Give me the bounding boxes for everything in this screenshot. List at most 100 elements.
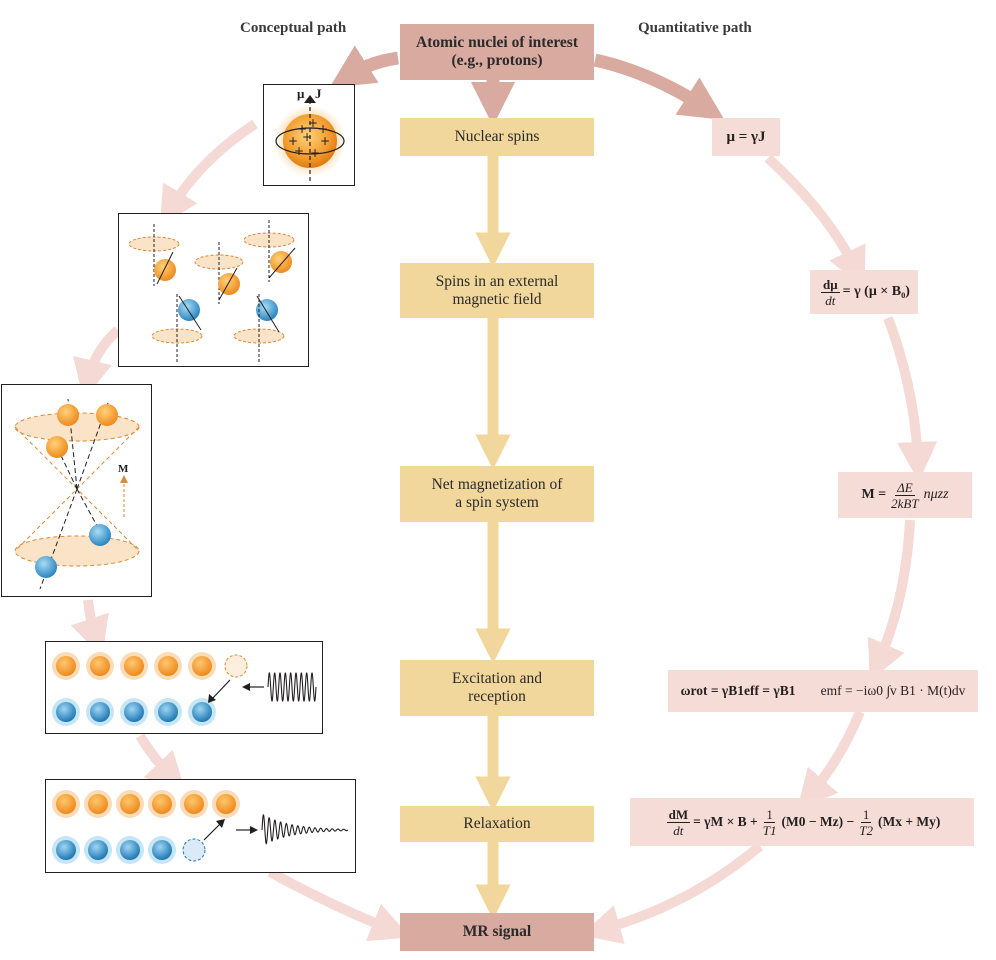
top-arrow-right xyxy=(593,53,725,120)
svg-text:+: + xyxy=(288,134,298,148)
atomic-nuclei-box: Atomic nuclei of interest (e.g., protons… xyxy=(400,24,594,80)
eq3-rhs: nμzz xyxy=(923,487,949,502)
magnetization-label: M xyxy=(118,463,129,475)
atomic-nuclei-line1: Atomic nuclei of interest xyxy=(416,34,578,51)
relaxation-panel xyxy=(45,779,356,873)
eq3-den: 2kBT xyxy=(891,495,919,511)
blue-precessing-spins xyxy=(151,294,285,362)
equation-mu-gamma-j: μ = γJ xyxy=(712,118,780,156)
left-arrow-4 xyxy=(135,733,186,793)
eq5-den: dt xyxy=(673,822,684,838)
eq5-paren1: (M0 − Mz) − xyxy=(781,814,855,829)
svg-text:+: + xyxy=(302,130,312,144)
excitation-graphic xyxy=(52,652,317,726)
relaxation-label: Relaxation xyxy=(463,815,531,832)
eq3-fraction: ΔE 2kBT xyxy=(889,480,920,511)
spins-in-field-panel xyxy=(118,213,309,367)
spin-up-2 xyxy=(194,242,244,304)
eq5-t2: T2 xyxy=(859,822,873,838)
excitation-reception-line2: reception xyxy=(468,688,526,705)
relaxation-blue-row xyxy=(52,836,206,864)
spin-up-3 xyxy=(243,220,296,282)
relaxation-box: Relaxation xyxy=(400,806,594,842)
eq5-fraction-t2: 1 T2 xyxy=(857,807,875,838)
svg-text:+: + xyxy=(310,146,320,160)
svg-text:+: + xyxy=(320,134,330,148)
spin-up-1 xyxy=(128,224,180,286)
magnetization-arrowhead xyxy=(120,475,128,483)
mr-signal-box: MR signal xyxy=(400,913,594,951)
j-label: J xyxy=(315,86,322,101)
net-magnetization-line2: a spin system xyxy=(455,494,539,511)
left-arrow-5 xyxy=(267,867,411,942)
excitation-reception-line1: Excitation and xyxy=(452,670,542,687)
right-arrow-4 xyxy=(796,710,865,811)
orange-precessing-spins xyxy=(128,220,296,304)
svg-text:+: + xyxy=(294,144,304,158)
excitation-reception-box: Excitation and reception xyxy=(400,660,594,716)
eq4-left: ωrot = γB1eff = γB1 xyxy=(680,683,796,698)
blue-spin-b xyxy=(35,556,57,578)
eq5-term1: = γM × B + xyxy=(693,814,758,829)
eq1-text: μ = γJ xyxy=(726,128,766,145)
eq5-t1: T1 xyxy=(762,822,777,838)
orange-spin-c xyxy=(46,436,68,458)
equation-excitation: ωrot = γB1eff = γB1 emf = −iω0 ∫v B1 · M… xyxy=(668,670,978,712)
spin-axis-arrowhead xyxy=(304,95,316,103)
relaxation-orange-row xyxy=(52,790,240,818)
eq5-fraction-t1: 1 T1 xyxy=(761,807,779,838)
relaxation-transition-arrow xyxy=(203,821,223,841)
mr-signal-label: MR signal xyxy=(462,923,532,940)
right-arrow-1 xyxy=(764,154,866,289)
equation-bloch-relaxation: dM dt = γM × B + 1 T1 (M0 − Mz) − 1 T2 (… xyxy=(630,798,974,846)
blue-spin-a xyxy=(89,524,111,546)
eq2-den: dt xyxy=(825,292,836,308)
svg-text:+: + xyxy=(318,122,328,136)
mu-label: μ xyxy=(297,86,305,101)
spins-external-field-box: Spins in an external magnetic field xyxy=(400,263,594,318)
excitation-orange-row xyxy=(52,652,248,680)
eq5-one-b: 1 xyxy=(860,806,872,823)
relaxation-transition-head xyxy=(216,819,225,828)
top-arrow-left xyxy=(329,45,400,88)
right-arrow-2 xyxy=(883,316,938,482)
eq2-rhs: = γ (μ × B₀) xyxy=(842,284,910,299)
excitation-panel xyxy=(45,641,323,734)
nuclear-spins-box: Nuclear spins xyxy=(400,118,594,156)
svg-text:+: + xyxy=(297,122,307,136)
plus-signs: +++ +++ ++ xyxy=(288,116,330,160)
equation-bloch-precession: dμ dt = γ (μ × B₀) xyxy=(810,270,918,314)
nuclear-spins-label: Nuclear spins xyxy=(454,128,540,145)
orange-spin-b xyxy=(96,404,118,426)
rf-input-head xyxy=(242,683,250,691)
right-arrow-5 xyxy=(580,842,764,944)
relaxation-graphic xyxy=(52,790,349,864)
eq4-right: emf = −iω0 ∫v B1 · M(t)dv xyxy=(820,683,966,698)
right-arrow-3 xyxy=(867,519,915,682)
quantitative-path-header: Quantitative path xyxy=(638,20,752,36)
nuclear-spin-panel: +++ +++ ++ μ J xyxy=(263,84,355,186)
excitation-blue-row xyxy=(52,698,216,726)
eq5-paren2: (Mx + My) xyxy=(877,814,941,829)
lower-cone-base xyxy=(14,535,140,567)
spins-external-field-line2: magnetic field xyxy=(452,290,542,308)
conceptual-path-header: Conceptual path xyxy=(240,20,347,36)
eq5-one-a: 1 xyxy=(764,806,775,823)
eq5-fraction-dm: dM dt xyxy=(666,807,691,838)
spins-external-field-line1: Spins in an external xyxy=(435,272,559,290)
net-magnetization-line1: Net magnetization of xyxy=(431,476,563,493)
atomic-nuclei-line2: (e.g., protons) xyxy=(451,52,543,69)
net-magnetization-box: Net magnetization of a spin system xyxy=(400,466,594,522)
nucleus-sphere xyxy=(283,114,337,168)
excitation-transition-arrow xyxy=(210,679,231,701)
left-arrow-2 xyxy=(73,326,122,400)
rf-pulse-wave xyxy=(267,672,317,702)
svg-text:+: + xyxy=(308,116,318,130)
left-arrow-3 xyxy=(70,599,109,657)
orange-spin-a xyxy=(57,404,79,426)
eq3-lhs: M = xyxy=(861,487,887,502)
left-arrow-1 xyxy=(159,119,258,228)
equation-net-magnetization: M = ΔE 2kBT nμzz xyxy=(838,472,972,518)
